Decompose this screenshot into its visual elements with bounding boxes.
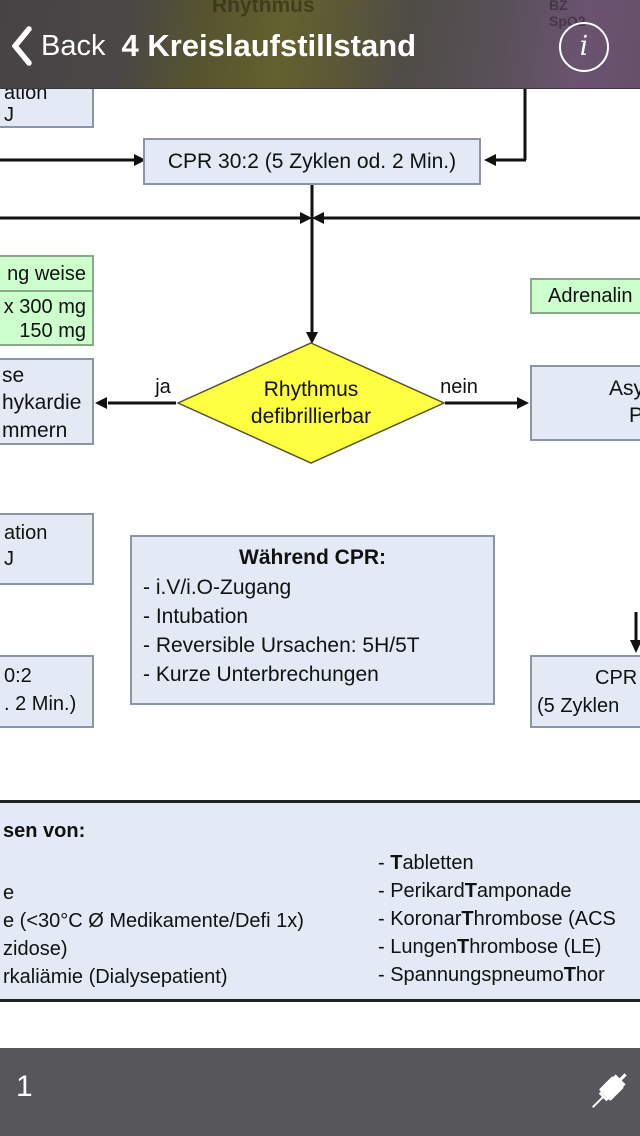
causes-right-item: - KoronarThrombose (ACS: [378, 908, 616, 930]
causes-right-item: - PerikardTamponade: [378, 880, 572, 902]
box-text: PE: [629, 404, 640, 427]
decision-diamond: Rhythmus defibrillierbar: [176, 341, 446, 465]
syringe-button[interactable]: [582, 1066, 634, 1118]
box-cpr-left: 0:2 . 2 Min.): [0, 655, 94, 728]
back-label: Back: [41, 29, 106, 62]
causes-left-item: rkaliämie (Dialysepatient): [3, 966, 228, 988]
box-text: (5 Zyklen: [537, 695, 620, 717]
box-text: Asys: [609, 377, 640, 400]
decision-line2: defibrillierbar: [250, 405, 372, 428]
box-drug-note: ng weise: [0, 255, 94, 292]
page-title: 4 Kreislaufstillstand: [121, 28, 417, 63]
diamond-shape-icon: [176, 342, 446, 464]
box-cpr-right: CPR (5 Zyklen: [530, 655, 640, 728]
branch-label-ja: ja: [155, 376, 171, 398]
box-text: CPR 30:2 (5 Zyklen od. 2 Min.): [167, 149, 457, 173]
box-text: x 300 mg: [3, 296, 86, 318]
branch-label-nein: nein: [440, 376, 478, 398]
during-cpr-item: - Reversible Ursachen: 5H/5T: [143, 634, 420, 657]
info-button[interactable]: i: [559, 22, 609, 72]
during-cpr-item: - i.V/i.O-Zugang: [143, 576, 292, 599]
during-cpr-item: - Kurze Unterbrechungen: [143, 663, 379, 686]
causes-right-item: - SpannungspneumoThor: [378, 964, 605, 986]
box-asystole-pea: Asys PE: [530, 365, 640, 441]
causes-header: sen von:: [3, 820, 86, 842]
during-cpr-title: Während CPR:: [239, 546, 386, 569]
box-drug-dose: x 300 mg 150 mg: [0, 290, 94, 346]
causes-left-item: zidose): [3, 938, 68, 960]
box-text: mmern: [2, 419, 68, 442]
decision-line1: Rhythmus: [263, 378, 359, 401]
box-text: hykardie: [2, 391, 82, 414]
box-text: 0:2: [4, 665, 32, 687]
causes-right-item: - LungenThrombose (LE): [378, 936, 602, 958]
box-text: . 2 Min.): [4, 693, 77, 715]
ghost-text-behind-bar: Rhythmus: [212, 0, 315, 17]
box-cpr-top: CPR 30:2 (5 Zyklen od. 2 Min.): [143, 138, 481, 185]
ghost-text-behind-bar: BZ: [549, 0, 568, 13]
back-button[interactable]: Back: [12, 26, 105, 66]
bottom-toolbar: 1: [0, 1048, 640, 1136]
box-text: J: [4, 548, 14, 570]
box-adrenalin: Adrenalin: [530, 278, 640, 314]
box-text: 150 mg: [19, 320, 86, 342]
back-chevron-icon: [12, 26, 32, 66]
box-text: Adrenalin: [548, 285, 633, 307]
syringe-icon: [591, 1073, 627, 1109]
box-text: se: [2, 364, 25, 387]
box-defibrillation-left: ation J: [0, 513, 94, 585]
box-vf-vt: se hykardie mmern: [0, 358, 94, 445]
causes-right-item: - Tabletten: [378, 852, 474, 874]
page-number-label: 1: [16, 1070, 33, 1103]
causes-left-item: e: [3, 882, 15, 904]
during-cpr-item: - Intubation: [143, 605, 249, 628]
info-icon: i: [579, 30, 589, 62]
box-text: CPR: [595, 667, 638, 689]
box-text: J: [4, 104, 14, 126]
box-text: ng weise: [7, 263, 86, 285]
navigation-bar: Rhythmus BZ SpO2 Back 4 Kreislaufstillst…: [0, 0, 640, 89]
box-reversible-causes: sen von: e e (<30°C Ø Medikamente/Defi 1…: [0, 800, 640, 1002]
box-text: ation: [4, 522, 48, 544]
box-during-cpr: Während CPR: - i.V/i.O-Zugang - Intubati…: [130, 535, 495, 705]
causes-left-item: e (<30°C Ø Medikamente/Defi 1x): [3, 910, 304, 932]
decision-text: Rhythmus defibrillierbar: [176, 341, 446, 465]
